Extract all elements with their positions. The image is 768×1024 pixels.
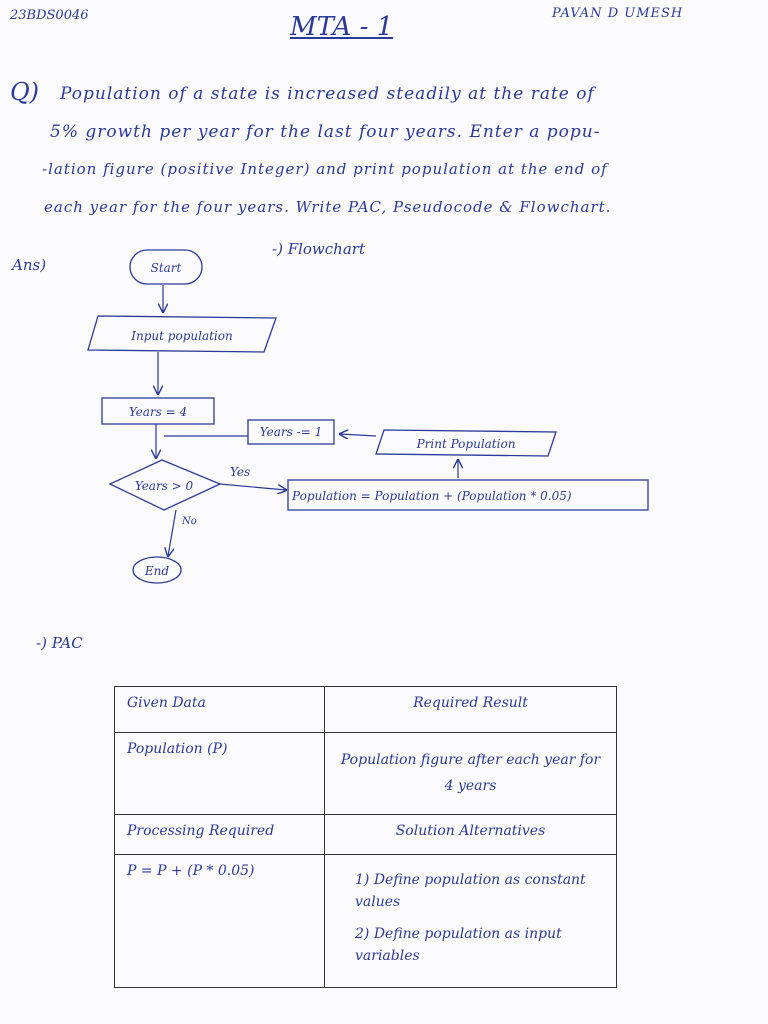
pac-data-row: Population (P) Population figure after e… bbox=[114, 732, 617, 815]
flowchart-heading-text: -) Flowchart bbox=[272, 240, 365, 258]
pac-header-row: Given Data Required Result bbox=[114, 686, 617, 733]
processing-header: Processing Required bbox=[114, 814, 325, 855]
question-line-4: each year for the four years. Write PAC,… bbox=[44, 198, 612, 216]
alternative-1: 1) Define population as constant values bbox=[355, 872, 586, 910]
given-data-value: Population (P) bbox=[114, 732, 325, 815]
input-parallelogram bbox=[87, 315, 277, 353]
print-parallelogram bbox=[375, 429, 557, 457]
input-label: Input population bbox=[130, 329, 232, 343]
question-line-2: 5% growth per year for the last four yea… bbox=[50, 122, 601, 142]
init-box bbox=[101, 397, 215, 425]
decision-label: Years > 0 bbox=[135, 479, 194, 493]
required-result-value: Population figure after each year for 4 … bbox=[324, 732, 617, 815]
start-label: Start bbox=[151, 261, 182, 275]
pac-heading: -) PAC bbox=[36, 634, 83, 652]
solution-alternatives: 1) Define population as constant values … bbox=[324, 854, 617, 988]
process-label: Population = Population + (Population * … bbox=[291, 489, 572, 503]
pac-subheader-row: Processing Required Solution Alternative… bbox=[114, 814, 617, 855]
no-label: No bbox=[181, 516, 197, 527]
process-box bbox=[287, 479, 649, 511]
decrement-box bbox=[247, 419, 335, 445]
required-result-header: Required Result bbox=[324, 686, 617, 733]
processing-value: P = P + (P * 0.05) bbox=[114, 854, 325, 988]
print-label: Print Population bbox=[416, 437, 516, 451]
roll-number: 23BDS0046 bbox=[10, 8, 89, 23]
alternative-2: 2) Define population as input variables bbox=[355, 926, 562, 964]
decrement-label: Years -= 1 bbox=[260, 425, 322, 439]
answer-label: Ans) bbox=[12, 256, 47, 274]
init-label: Years = 4 bbox=[129, 405, 187, 419]
flowchart-diagram: Start Input population Years = 4 Years >… bbox=[87, 249, 649, 584]
solution-header: Solution Alternatives bbox=[324, 814, 617, 855]
question-line-3: -lation figure (positive Integer) and pr… bbox=[42, 160, 608, 178]
question-label: Q) bbox=[10, 78, 40, 106]
pac-table: Given Data Required Result Population (P… bbox=[114, 686, 617, 988]
student-name: PAVAN D UMESH bbox=[552, 6, 684, 21]
page-title: MTA - 1 bbox=[290, 12, 394, 42]
question-line-1: Population of a state is increased stead… bbox=[60, 84, 595, 104]
end-label: End bbox=[144, 564, 169, 578]
decision-diamond bbox=[108, 459, 222, 511]
start-terminator bbox=[129, 249, 203, 285]
given-data-header: Given Data bbox=[114, 686, 325, 733]
end-terminator bbox=[132, 556, 182, 584]
pac-heading-text: -) PAC bbox=[36, 634, 83, 652]
yes-label: Yes bbox=[230, 465, 250, 479]
flowchart-heading: -) Flowchart bbox=[272, 240, 365, 258]
pac-solution-row: P = P + (P * 0.05) 1) Define population … bbox=[114, 854, 617, 988]
